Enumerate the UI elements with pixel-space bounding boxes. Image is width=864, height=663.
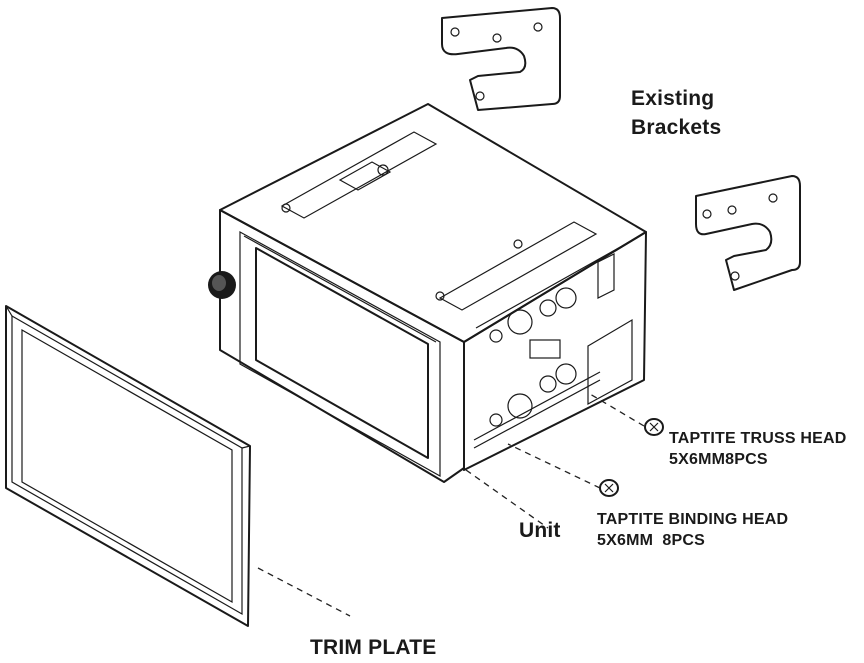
truss-head-label: TAPTITE TRUSS HEAD 5X6MM8PCS bbox=[669, 428, 847, 470]
trim-plate-label: TRIM PLATE bbox=[310, 636, 437, 659]
bracket-top bbox=[441, 7, 561, 111]
binding-head-line2: 5X6MM 8PCS bbox=[597, 532, 706, 549]
binding-head-screw-icon bbox=[599, 479, 619, 497]
binding-head-line1: TAPTITE BINDING HEAD bbox=[597, 511, 789, 528]
unit-label: Unit bbox=[519, 519, 561, 542]
truss-head-screw-icon bbox=[644, 418, 664, 436]
existing-brackets-line1: Existing bbox=[631, 87, 715, 110]
truss-head-line1: TAPTITE TRUSS HEAD bbox=[669, 430, 847, 447]
existing-brackets-line2: Brackets bbox=[631, 116, 722, 139]
truss-head-line2: 5X6MM8PCS bbox=[669, 451, 768, 468]
head-unit bbox=[208, 103, 647, 483]
binding-head-label: TAPTITE BINDING HEAD 5X6MM 8PCS bbox=[597, 509, 788, 551]
trim-plate bbox=[5, 305, 251, 627]
existing-brackets-label: Existing Brackets bbox=[631, 84, 721, 142]
leader-lines bbox=[257, 393, 645, 617]
bracket-right bbox=[695, 175, 801, 291]
